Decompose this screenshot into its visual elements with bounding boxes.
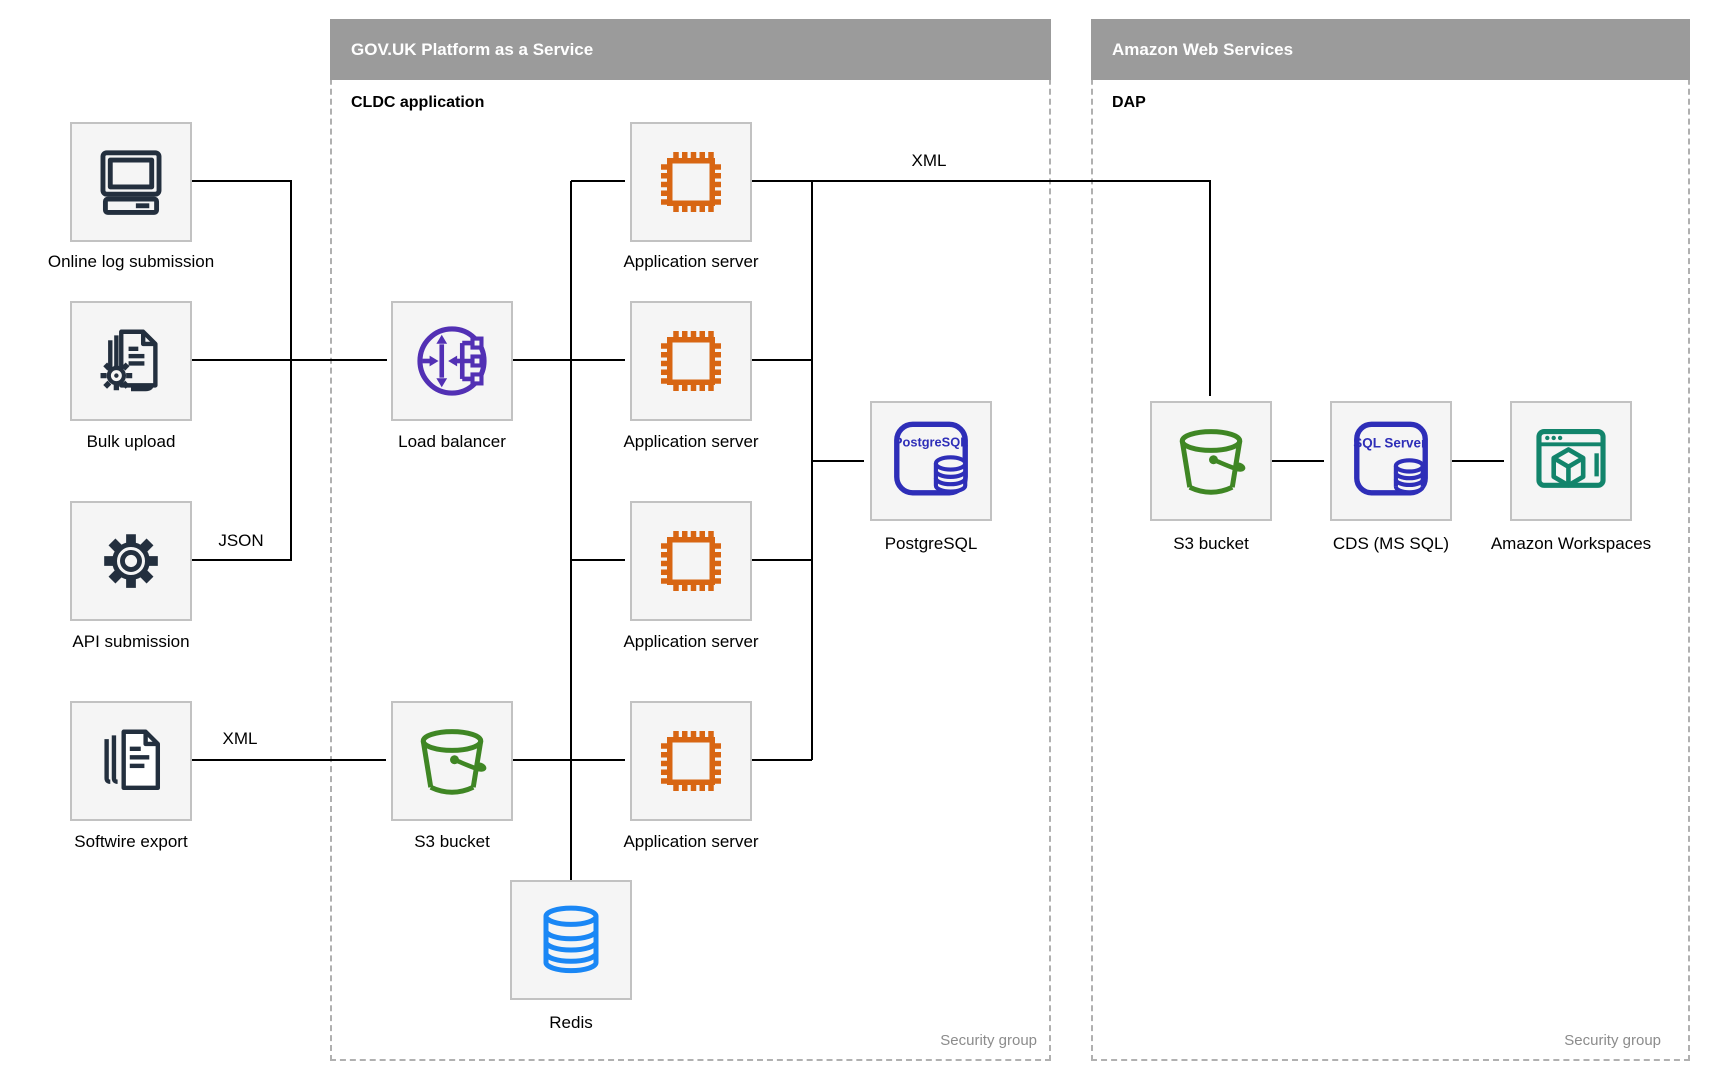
amazon-workspaces-label: Amazon Workspaces — [1490, 534, 1652, 553]
node-application-server-2 — [630, 301, 752, 421]
load-balancer-label: Load balancer — [398, 432, 506, 451]
bucket-icon — [420, 729, 487, 795]
sql-server-icon-text: SQL Server — [1353, 436, 1427, 451]
application-server-4-label: Application server — [623, 832, 759, 851]
dap-label: DAP — [1112, 94, 1146, 111]
xml-edge-label-top: XML — [911, 151, 947, 170]
s3-bucket-paas-label: S3 bucket — [414, 832, 490, 851]
node-application-server-4 — [630, 701, 752, 821]
computer-icon — [100, 150, 162, 215]
online-log-submission-label: Online log submission — [47, 252, 215, 271]
json-edge-label: JSON — [218, 531, 264, 550]
node-application-server-1 — [630, 122, 752, 242]
application-server-3-label: Application server — [623, 632, 759, 651]
node-postgresql: PostgreSQL — [870, 401, 992, 521]
chip-icon — [661, 731, 721, 791]
chip-icon — [661, 531, 721, 591]
postgresql-label: PostgreSQL — [884, 534, 978, 553]
database-cylinder-icon — [543, 905, 599, 974]
s3-bucket-aws-label: S3 bucket — [1173, 534, 1249, 553]
postgresql-icon-text: PostgreSQL — [894, 434, 968, 449]
node-bulk-upload — [70, 301, 192, 421]
chip-icon — [661, 152, 721, 212]
application-server-1-label: Application server — [623, 252, 759, 271]
documents-stack-icon — [104, 729, 161, 791]
connector-app-outputs — [752, 359, 812, 761]
node-load-balancer — [391, 301, 513, 421]
cldc-application-label: CLDC application — [351, 94, 485, 111]
aws-header: Amazon Web Services — [1091, 19, 1690, 80]
gear-icon — [104, 534, 158, 588]
softwire-export-label: Softwire export — [74, 832, 188, 851]
xml-edge-label-softwire: XML — [222, 729, 258, 748]
paas-security-group-label: Security group — [940, 1032, 1037, 1049]
node-s3-bucket-aws — [1150, 401, 1272, 521]
paas-header: GOV.UK Platform as a Service — [330, 19, 1051, 80]
workspaces-window-cube-icon — [1536, 428, 1606, 488]
node-s3-bucket-paas — [391, 701, 513, 821]
node-softwire-export — [70, 701, 192, 821]
chip-icon — [661, 331, 721, 391]
document-gear-icon — [100, 329, 158, 392]
connector-xml-to-aws-s3 — [752, 180, 1211, 396]
node-cds-ms-sql: SQL Server — [1330, 401, 1452, 521]
node-online-log-submission — [70, 122, 192, 242]
node-amazon-workspaces — [1510, 401, 1632, 521]
connector-sources-junction — [192, 180, 292, 561]
node-redis — [510, 880, 632, 1000]
bucket-icon — [1179, 429, 1246, 495]
node-api-submission — [70, 501, 192, 621]
bulk-upload-label: Bulk upload — [86, 432, 176, 451]
aws-security-group-label: Security group — [1564, 1032, 1661, 1049]
sql-server-database-icon: SQL Server — [1353, 421, 1428, 496]
application-server-2-label: Application server — [623, 432, 759, 451]
load-balancer-icon — [417, 326, 487, 396]
node-application-server-3 — [630, 501, 752, 621]
api-submission-label: API submission — [72, 632, 190, 651]
redis-label: Redis — [549, 1013, 593, 1032]
cds-ms-sql-label: CDS (MS SQL) — [1332, 534, 1450, 553]
postgresql-icon: PostgreSQL — [894, 421, 968, 496]
